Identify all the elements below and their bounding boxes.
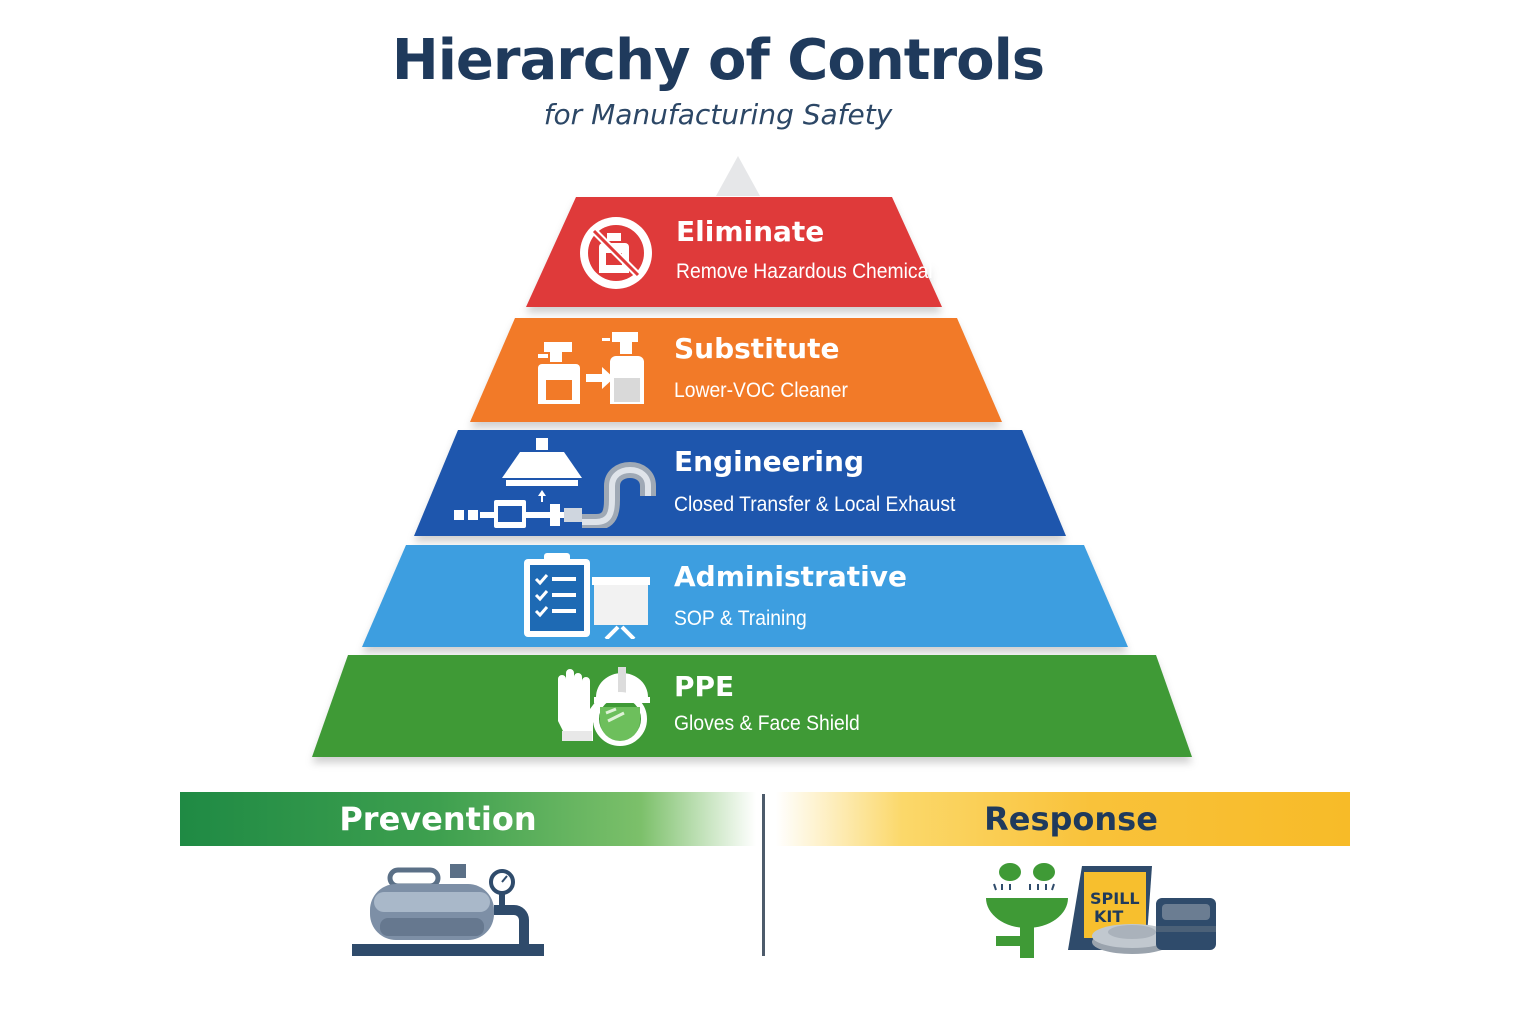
response-label: Response xyxy=(984,800,1158,838)
tier-administrative-title: Administrative xyxy=(674,560,907,593)
tier-ppe-subtitle: Gloves & Face Shield xyxy=(674,712,860,735)
tier-administrative-subtitle: SOP & Training xyxy=(674,607,807,630)
response-bar: Response xyxy=(776,792,1350,846)
tier-ppe: PPE Gloves & Face Shield xyxy=(312,655,1192,757)
page-subtitle: for Manufacturing Safety xyxy=(543,98,893,131)
absorbent-pads-icon xyxy=(1156,898,1216,950)
pyramid-apex xyxy=(716,156,760,196)
tier-engineering-title: Engineering xyxy=(674,445,864,478)
glove-face-shield-icon xyxy=(558,667,650,746)
tier-substitute-subtitle: Lower-VOC Cleaner xyxy=(674,379,848,402)
prevention-label: Prevention xyxy=(339,800,537,838)
exhaust-hood-icon xyxy=(454,438,656,528)
tier-engineering-subtitle: Closed Transfer & Local Exhaust xyxy=(674,493,956,516)
tier-ppe-title: PPE xyxy=(674,670,735,703)
tier-substitute-shape xyxy=(470,318,1002,422)
tier-engineering: Engineering Closed Transfer & Local Exha… xyxy=(414,430,1066,536)
page-title: Hierarchy of Controls xyxy=(391,28,1045,93)
tier-substitute-title: Substitute xyxy=(674,332,840,365)
prevention-response-divider xyxy=(762,794,765,956)
prevention-bar: Prevention xyxy=(180,792,756,846)
tier-eliminate-title: Eliminate xyxy=(676,215,825,248)
tier-eliminate: Eliminate Remove Hazardous Chemical xyxy=(526,197,942,307)
tier-ppe-shape xyxy=(312,655,1192,757)
swap-spray-bottle-icon xyxy=(538,332,644,404)
tier-administrative: Administrative SOP & Training xyxy=(362,545,1128,647)
closed-tank-icon xyxy=(352,864,544,956)
checklist-training-icon xyxy=(524,553,650,639)
eyewash-station-icon xyxy=(986,863,1068,958)
tier-eliminate-subtitle: Remove Hazardous Chemical xyxy=(676,260,933,283)
no-chemical-icon xyxy=(580,217,652,289)
tier-substitute: Substitute Lower-VOC Cleaner xyxy=(470,318,1002,422)
